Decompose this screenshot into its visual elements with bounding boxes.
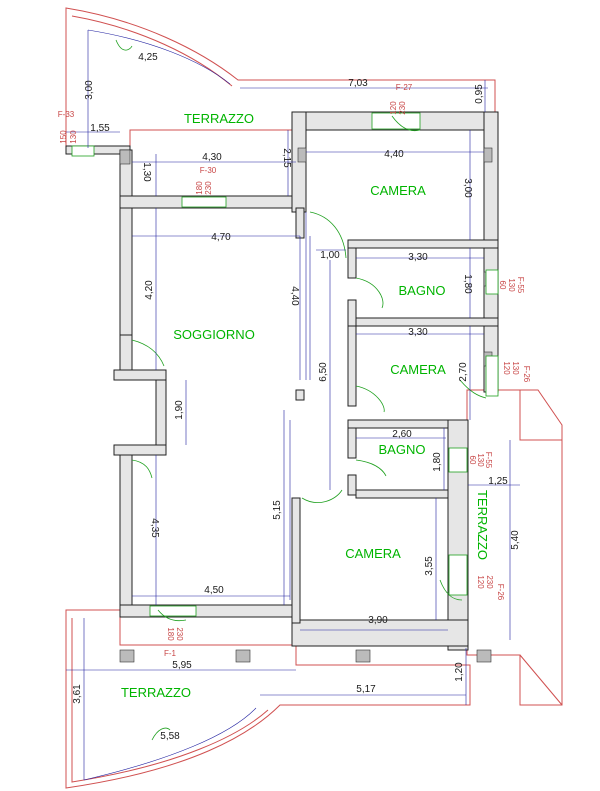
dim-4-70: 4,70 <box>211 232 231 243</box>
dim-2-70: 2,70 <box>458 362 469 382</box>
room-bagno-2: BAGNO <box>379 442 426 457</box>
dim-5-58: 5,58 <box>160 731 180 742</box>
room-camera-3: CAMERA <box>345 546 401 561</box>
dim-3-55: 3,55 <box>424 556 435 576</box>
tag-f30-a: 180 <box>195 181 204 195</box>
dim-4-40-v: 4,40 <box>289 286 300 306</box>
dim-3-30-a: 3,30 <box>408 252 428 263</box>
dim-2-60: 2,60 <box>392 429 412 440</box>
tag-f26-a: F-26 <box>522 366 531 383</box>
dim-5-40: 5,40 <box>510 530 521 550</box>
dim-1-90: 1,90 <box>174 400 185 420</box>
tag-f33-b: 130 <box>69 130 78 144</box>
dim-4-25: 4,25 <box>138 52 158 63</box>
dim-1-20: 1,20 <box>454 662 465 682</box>
dim-5-95: 5,95 <box>172 660 192 671</box>
room-terrazzo-top: TERRAZZO <box>184 111 254 126</box>
dim-3-90: 3,90 <box>368 615 388 626</box>
tag-f30: F-30 <box>200 166 217 175</box>
tag-f55-a-sa: 60 <box>498 281 507 290</box>
tag-f1: F-1 <box>164 649 177 658</box>
tag-f26-b-sa: 120 <box>476 575 485 589</box>
tag-f55-a-sb: 130 <box>507 278 516 292</box>
tag-f26-a-sb: 130 <box>511 361 520 375</box>
tag-f33: F-33 <box>58 110 75 119</box>
tag-f55-b-sa: 60 <box>468 456 477 465</box>
tag-f26-b-sb: 230 <box>485 575 494 589</box>
dim-4-30: 4,30 <box>202 152 222 163</box>
tag-f1-a: 180 <box>166 627 175 641</box>
room-camera-1: CAMERA <box>370 183 426 198</box>
dim-1-80-b: 1,80 <box>432 452 443 472</box>
interior-lines <box>289 212 307 600</box>
dim-3-30-b: 3,30 <box>408 327 428 338</box>
tag-f55-b-sb: 130 <box>476 453 485 467</box>
dim-1-80-a: 1,80 <box>462 274 473 294</box>
dim-3-61: 3,61 <box>72 684 83 704</box>
dim-4-40-h: 4,40 <box>384 149 404 160</box>
room-bagno-1: BAGNO <box>399 283 446 298</box>
tag-f1-b: 230 <box>175 627 184 641</box>
dim-5-17: 5,17 <box>356 684 376 695</box>
dim-3-00-a: 3,00 <box>84 80 95 100</box>
dim-6-50: 6,50 <box>318 362 329 382</box>
tag-f27-b: 230 <box>398 101 407 115</box>
tag-f30-b: 230 <box>204 181 213 195</box>
room-terrazzo-bottom: TERRAZZO <box>121 685 191 700</box>
dim-0-95: 0,95 <box>474 84 485 104</box>
dim-4-20: 4,20 <box>144 280 155 300</box>
tag-f27: F-27 <box>396 83 413 92</box>
dim-4-35: 4,35 <box>149 518 160 538</box>
dim-1-55: 1,55 <box>90 123 110 134</box>
room-soggiorno: SOGGIORNO <box>173 327 255 342</box>
room-terrazzo-right: TERRAZZO <box>475 490 490 560</box>
terrace-right-outline <box>466 389 563 706</box>
dim-4-50: 4,50 <box>204 585 224 596</box>
room-camera-2: CAMERA <box>390 362 446 377</box>
tag-f27-a: 120 <box>389 101 398 115</box>
tag-f55-b: F-55 <box>484 452 493 469</box>
openings <box>71 39 499 741</box>
dim-5-15: 5,15 <box>272 500 283 520</box>
dimension-lines <box>66 30 520 780</box>
dim-2-15: 2,15 <box>281 148 292 168</box>
tag-f33-a: 150 <box>59 130 68 144</box>
walls <box>65 111 499 651</box>
dim-7-03: 7,03 <box>348 78 368 89</box>
tag-f55-a: F-55 <box>516 277 525 294</box>
dimension-arc-top <box>87 29 231 85</box>
terrace-bottom-outline <box>65 609 471 789</box>
tag-f26-b: F-26 <box>496 584 505 601</box>
dimension-arc-bottom <box>83 707 257 781</box>
dim-1-30: 1,30 <box>141 162 152 182</box>
dim-3-00-b: 3,00 <box>462 178 473 198</box>
dim-1-25: 1,25 <box>488 476 508 487</box>
dim-1-00: 1,00 <box>320 250 340 261</box>
tag-f26-a-sa: 120 <box>502 361 511 375</box>
